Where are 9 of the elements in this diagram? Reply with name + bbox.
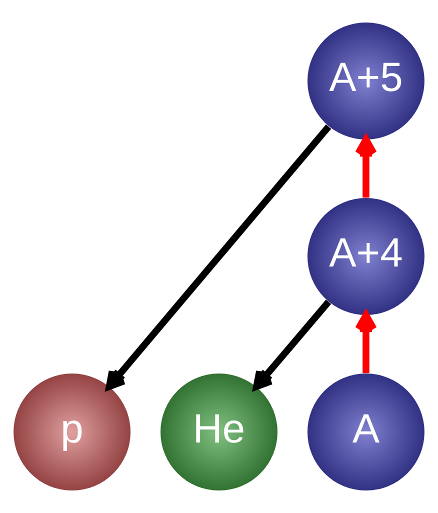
node-circle: A+5	[307, 22, 424, 140]
node-circle: A+4	[307, 198, 424, 316]
arrow	[354, 136, 378, 198]
arrow	[354, 311, 378, 374]
node-circle: He	[160, 374, 278, 491]
arrow	[106, 124, 332, 390]
arrow	[253, 300, 332, 390]
node-circle: p	[14, 374, 131, 491]
node-circle: A	[307, 374, 424, 491]
